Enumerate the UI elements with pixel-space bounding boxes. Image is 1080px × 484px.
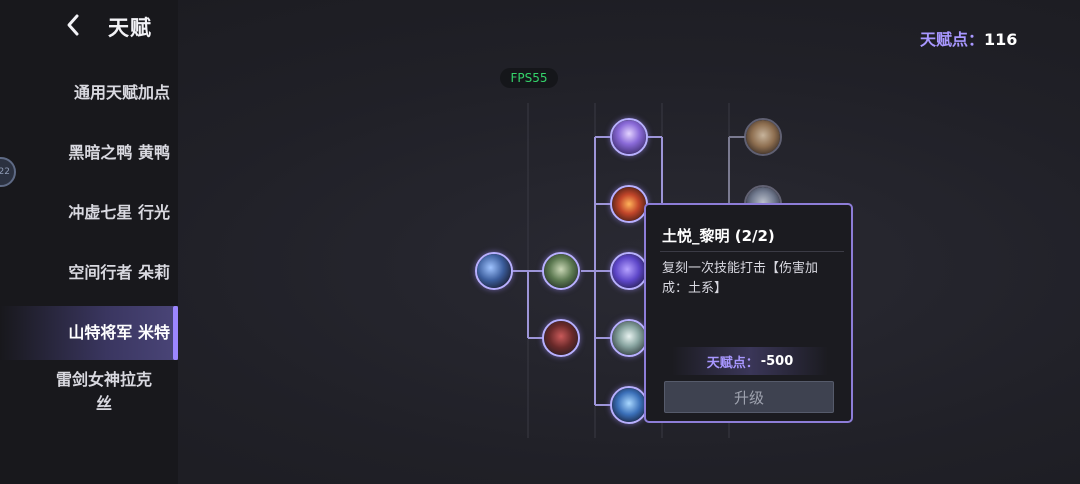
talent-node-tier2-c[interactable] <box>610 252 648 290</box>
back-button[interactable] <box>58 10 88 40</box>
sidebar-item-label: 黑暗之鸭 黄鸭 <box>68 143 170 162</box>
talent-node-icon <box>544 321 578 355</box>
talent-detail-panel: 土悦_黎明 (2/2) 复刻一次技能打击【伤害加成：土系】 天赋点：-500 升… <box>644 203 853 423</box>
sidebar-item-space-walker[interactable]: 空间行者 朵莉 <box>0 246 178 300</box>
sidebar-item-dark-duck[interactable]: 黑暗之鸭 黄鸭 <box>0 126 178 180</box>
talent-node-tier1-b[interactable] <box>542 319 580 357</box>
talent-node-icon <box>612 321 646 355</box>
back-chevron-icon <box>67 14 79 36</box>
talent-node-icon <box>612 187 646 221</box>
talent-cost-label: 天赋点： <box>706 355 759 371</box>
talent-cost: 天赋点：-500 <box>672 347 828 375</box>
sidebar-item-label: 山特将军 米特 <box>68 323 170 342</box>
talent-node-icon <box>612 254 646 288</box>
sidebar-item-label: 通用天赋加点 <box>73 83 170 102</box>
talent-node-tier2-a[interactable] <box>610 118 648 156</box>
talent-name: 土悦_黎明 (2/2) <box>662 227 775 245</box>
talent-node-icon <box>746 120 780 154</box>
talent-description: 复刻一次技能打击【伤害加成：土系】 <box>662 261 819 296</box>
sidebar-item-general[interactable]: 通用天赋加点 <box>0 66 178 120</box>
talent-node-tier2-e[interactable] <box>610 386 648 424</box>
sidebar-item-label: 雷剑女神拉克丝 <box>55 370 152 413</box>
talent-points-label: 天赋点： <box>920 30 985 49</box>
fps-counter: FPS55 <box>500 68 558 88</box>
talent-node-icon <box>612 388 646 422</box>
sidebar-item-label: 冲虚七星 行光 <box>68 203 170 222</box>
talent-node-icon <box>544 254 578 288</box>
upgrade-button[interactable]: 升级 <box>664 381 834 413</box>
sidebar-item-thunder-sword[interactable]: 雷剑女神拉克丝 <box>0 362 178 422</box>
talent-points-display: 天赋点：116 <box>920 26 1017 50</box>
talent-node-tier1-a[interactable] <box>542 252 580 290</box>
talent-node-root[interactable] <box>475 252 513 290</box>
sidebar-item-general-mitt[interactable]: 山特将军 米特 <box>0 306 178 360</box>
talent-node-tier2-b[interactable] <box>610 185 648 223</box>
sidebar-item-label: 空间行者 朵莉 <box>68 263 170 282</box>
talent-node-tier3-a[interactable] <box>744 118 782 156</box>
page-title: 天赋 <box>108 16 152 40</box>
talent-node-icon <box>477 254 511 288</box>
talent-points-value: 116 <box>984 30 1018 49</box>
talent-cost-value: -500 <box>760 353 794 369</box>
sidebar: 天赋 通用天赋加点 黑暗之鸭 黄鸭 冲虚七星 行光 空间行者 朵莉 山特将军 米… <box>0 0 178 484</box>
divider <box>660 251 844 252</box>
sidebar-item-seven-stars[interactable]: 冲虚七星 行光 <box>0 186 178 240</box>
talent-node-tier2-d[interactable] <box>610 319 648 357</box>
talent-node-icon <box>612 120 646 154</box>
